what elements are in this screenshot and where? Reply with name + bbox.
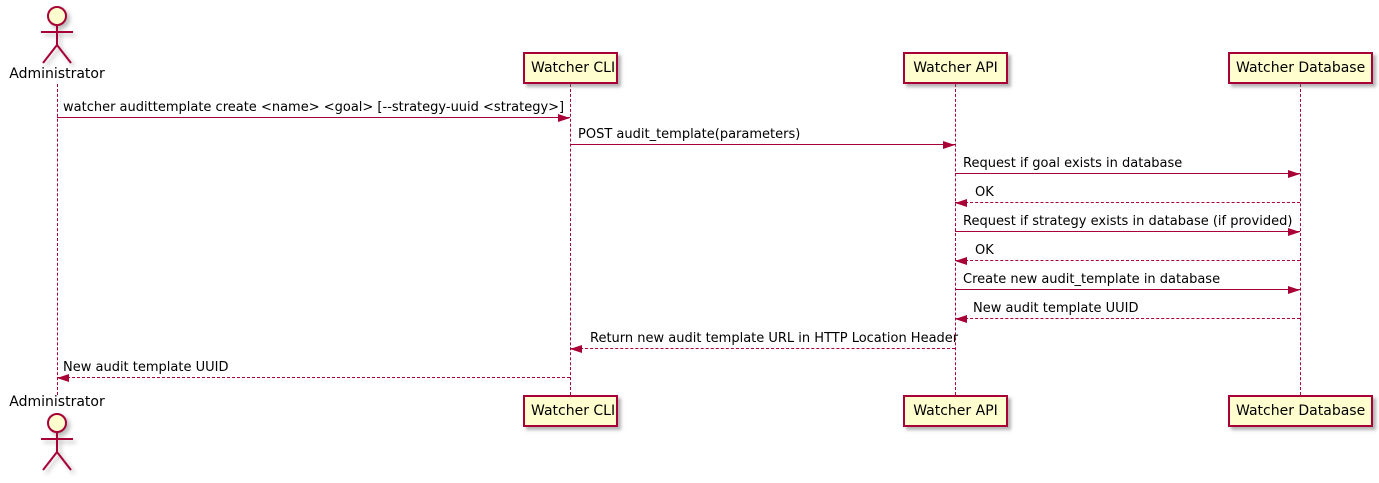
message-2-arrowhead-icon bbox=[943, 141, 955, 149]
message-2-line bbox=[570, 144, 955, 145]
message-8-label: New audit template UUID bbox=[973, 301, 1139, 316]
message-7-arrowhead-icon bbox=[1288, 286, 1300, 294]
actor-label-bottom: Administrator bbox=[9, 394, 105, 410]
message-10-line bbox=[57, 377, 570, 378]
participant-watcher-database-top: Watcher Database bbox=[1228, 52, 1373, 84]
message-3-label: Request if goal exists in database bbox=[963, 156, 1183, 171]
message-5-arrowhead-icon bbox=[1288, 228, 1300, 236]
message-3-line bbox=[955, 173, 1300, 174]
message-4-label: OK bbox=[975, 185, 994, 200]
message-5-line bbox=[955, 231, 1300, 232]
message-1-arrowhead-icon bbox=[558, 114, 570, 122]
participant-watcher-api-top: Watcher API bbox=[903, 52, 1008, 84]
actor-label-top: Administrator bbox=[9, 66, 105, 82]
message-5-label: Request if strategy exists in database (… bbox=[963, 214, 1293, 229]
participant-watcher-cli-top: Watcher CLI bbox=[523, 52, 618, 84]
message-8-line bbox=[955, 318, 1300, 319]
participant-watcher-cli-bottom: Watcher CLI bbox=[523, 395, 618, 427]
lifeline-administrator bbox=[57, 84, 58, 395]
lifeline-watcher-cli bbox=[570, 84, 571, 395]
message-7-label: Create new audit_template in database bbox=[963, 272, 1221, 287]
message-10-arrowhead-icon bbox=[57, 374, 69, 382]
message-3-arrowhead-icon bbox=[1288, 170, 1300, 178]
message-1-line bbox=[57, 117, 570, 118]
message-6-arrowhead-icon bbox=[955, 257, 967, 265]
actor-stick-figure-icon bbox=[41, 6, 73, 64]
participant-watcher-database-bottom: Watcher Database bbox=[1228, 395, 1373, 427]
message-6-label: OK bbox=[975, 243, 994, 258]
message-1-label: watcher audittemplate create <name> <goa… bbox=[63, 100, 565, 115]
message-4-arrowhead-icon bbox=[955, 199, 967, 207]
lifeline-watcher-database bbox=[1300, 84, 1301, 395]
message-2-label: POST audit_template(parameters) bbox=[578, 127, 801, 142]
lifeline-watcher-api bbox=[955, 84, 956, 395]
message-6-line bbox=[955, 260, 1300, 261]
participant-watcher-api-bottom: Watcher API bbox=[903, 395, 1008, 427]
message-10-label: New audit template UUID bbox=[63, 360, 229, 375]
message-9-label: Return new audit template URL in HTTP Lo… bbox=[590, 331, 959, 346]
message-8-arrowhead-icon bbox=[955, 315, 967, 323]
message-7-line bbox=[955, 289, 1300, 290]
message-9-line bbox=[570, 348, 955, 349]
message-4-line bbox=[955, 202, 1300, 203]
actor-stick-figure-icon bbox=[41, 413, 73, 471]
message-9-arrowhead-icon bbox=[570, 345, 582, 353]
